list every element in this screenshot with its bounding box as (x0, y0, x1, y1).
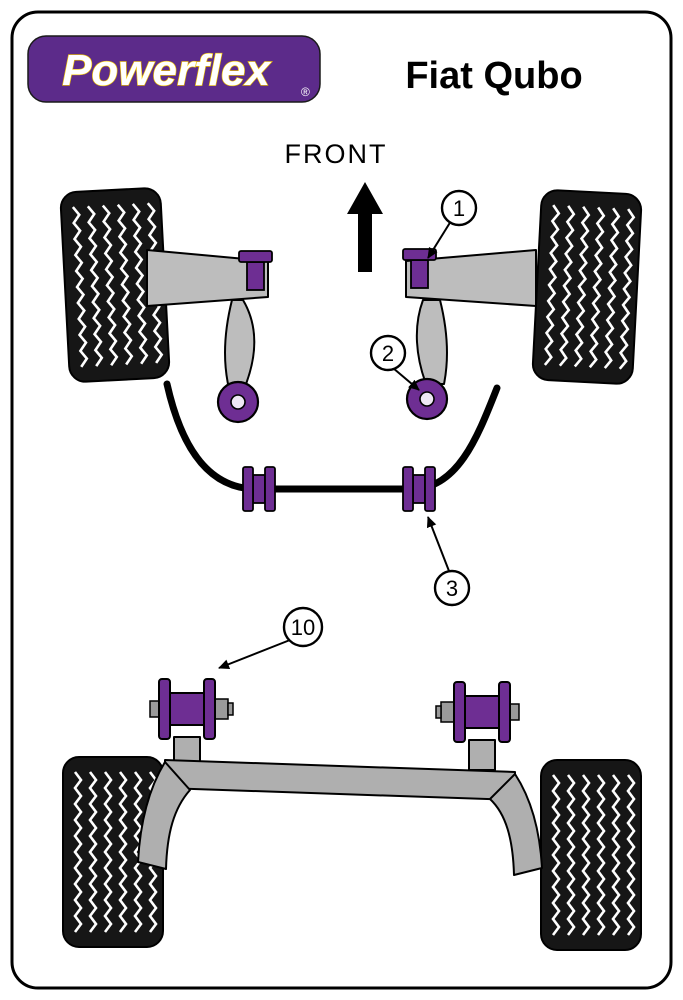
callout-1-leader (427, 220, 452, 259)
front-right-arm (405, 249, 537, 307)
front-left-round-bush (216, 380, 260, 424)
wheel-front-right (532, 190, 642, 385)
rear-right-bush-nut (440, 701, 455, 723)
callouts: 1 2 3 10 (282, 189, 478, 648)
rear-axle-bushes (158, 678, 511, 743)
callout-1: 1 (440, 189, 478, 227)
arb-right-bush (402, 466, 436, 512)
powerflex-logo: Powerflex ® (27, 35, 321, 103)
front-left-upper-bush (238, 250, 273, 291)
rear-left-trailing-arm (137, 761, 191, 870)
front-left-arm-link (224, 299, 256, 385)
front-bushings (216, 248, 449, 512)
front-control-arms (146, 249, 537, 385)
vehicle-title: Fiat Qubo (405, 55, 582, 97)
callout-leaders (218, 220, 452, 669)
rear-right-bush-bolt-end (435, 705, 442, 719)
rear-left-axle-bush (158, 678, 216, 740)
rear-left-bush-bolt-end (227, 702, 234, 716)
rear-right-bush-washer (509, 703, 520, 721)
callout-2: 2 (369, 334, 407, 372)
callout-10-leader (218, 639, 291, 669)
anti-roll-bar (163, 380, 501, 493)
rear-left-bush-nut (214, 698, 229, 720)
rear-right-axle-bush (453, 681, 511, 743)
arb-left-bush (242, 466, 276, 512)
front-direction-arrow (347, 182, 383, 272)
front-right-arm-link (415, 299, 448, 385)
rear-axle (137, 736, 543, 876)
rear-right-trailing-arm (489, 773, 543, 876)
front-label: FRONT (285, 139, 388, 169)
callout-10: 10 (282, 606, 324, 648)
callout-2-number: 2 (382, 341, 394, 366)
callout-3: 3 (433, 569, 471, 607)
callout-1-number: 1 (453, 196, 465, 221)
front-left-arm (146, 249, 269, 307)
callout-3-leader (426, 516, 450, 572)
callout-3-number: 3 (446, 576, 458, 601)
registered-mark: ® (301, 85, 310, 99)
rear-right-mount-link (468, 739, 496, 771)
wheel-rear-right (541, 760, 641, 950)
brand-name: Powerflex (62, 46, 271, 95)
logo-background (27, 35, 321, 103)
callout-2-leader (392, 367, 420, 391)
rear-left-bush-washer (149, 700, 160, 718)
callout-10-number: 10 (291, 615, 315, 640)
